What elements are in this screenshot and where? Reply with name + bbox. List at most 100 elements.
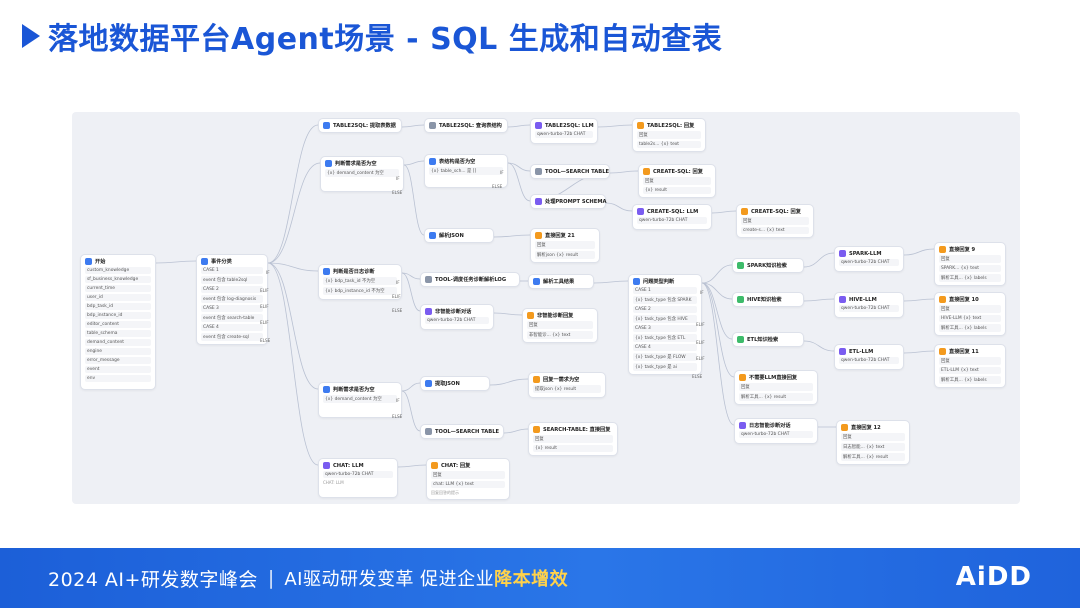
edge-classify-to-chat-llm (268, 263, 318, 465)
blue-node-icon (429, 232, 436, 239)
node-title: 直接回复 9 (949, 246, 975, 253)
blue-node-icon (533, 278, 540, 285)
edge-smart-diag-to-smart-diag-reply (494, 313, 522, 315)
node-create-sql-reply-1[interactable]: CREATE-SQL: 回复回复{x} result (638, 164, 716, 198)
node-header: 处理PROMPT SCHEMA (535, 198, 601, 205)
node-title: 非智能诊断回复 (537, 312, 573, 319)
node-title: SEARCH-TABLE: 直接回复 (543, 426, 610, 433)
node-row: qwen-turbo-72b CHAT (535, 131, 593, 138)
node-parse-json-1[interactable]: 解析JSON (424, 228, 494, 243)
node-header: HIVE知识检索 (737, 296, 799, 303)
node-title: CREATE-SQL: LLM (647, 209, 698, 215)
node-search-table-reply[interactable]: SEARCH-TABLE: 直接回复回复{x} result (528, 422, 618, 456)
node-row: CASE 3 (201, 305, 263, 312)
branch-label-else: ELSE (392, 308, 402, 313)
node-table-struct-empty[interactable]: 表结构是否为空{x} table_sch... 是 [] (424, 154, 508, 188)
edge-tool-search-2-to-search-table-reply (504, 429, 528, 433)
node-judge-log[interactable]: 判断是否日志诊断{x} bdp_task_id 不为空{x} bdp_insta… (318, 264, 402, 300)
node-tool-search-1[interactable]: TOOL—SEARCH TABLE (530, 164, 610, 179)
node-title: TOOL—SEARCH TABLE (435, 429, 499, 435)
orange-node-icon (739, 374, 746, 381)
node-judge-demand-2[interactable]: 判断需求是否为空{x} demand_content 为空 (318, 382, 402, 418)
node-t2s-query[interactable]: TABLE2SQL: 查询表结构 (424, 118, 508, 133)
node-prompt-schema[interactable]: 处理PROMPT SCHEMA (530, 194, 606, 209)
node-row: 回复 (643, 177, 711, 185)
slide-title-bar: 落地数据平台Agent场景 - SQL 生成和自动查表 (22, 14, 722, 58)
purple-node-icon (839, 348, 846, 355)
purple-node-icon (425, 308, 432, 315)
node-spark-kb[interactable]: SPARK知识检索 (732, 258, 804, 273)
node-row: {x} result (643, 187, 711, 194)
edge-chat-llm-to-chat-reply (398, 465, 426, 467)
blue-node-icon (425, 380, 432, 387)
node-t2s-fetch[interactable]: TABLE2SQL: 提取表数据 (318, 118, 402, 133)
branch-label-elif: ELIF (696, 356, 705, 361)
node-row: 非智能诊... {x} text (527, 331, 593, 339)
purple-node-icon (839, 296, 846, 303)
blue-node-icon (325, 160, 332, 167)
node-etl-kb[interactable]: ETL知识检索 (732, 332, 804, 347)
node-title: 事件分类 (211, 258, 232, 265)
node-row: {x} task_type 是 FLOW (633, 353, 697, 361)
node-title: 判断需求是否为空 (335, 160, 377, 167)
node-row: 解析json {x} result (535, 251, 595, 259)
blue-node-icon (633, 278, 640, 285)
node-row: 解析工具... {x} labels (939, 376, 1001, 384)
node-title: 直接回复 21 (545, 232, 575, 239)
purple-node-icon (739, 422, 746, 429)
node-tool-log[interactable]: TOOL-调度任务诊断解析LOG (420, 272, 520, 287)
branch-label-elif: ELIF (696, 340, 705, 345)
edge-t2s-query-to-t2s-llm (508, 125, 530, 127)
node-header: SPARK知识检索 (737, 262, 799, 269)
node-title: 解析JSON (439, 232, 464, 239)
node-row: CASE 1 (633, 287, 697, 294)
node-no-llm-reply[interactable]: 不需要LLM直接回复回复解析工具... {x} result (734, 370, 818, 405)
node-parse-json-2[interactable]: 提取JSON (420, 376, 490, 391)
gray-node-icon (425, 276, 432, 283)
node-parse-tool-result[interactable]: 解析工具结果 (528, 274, 594, 289)
node-smart-diag-reply[interactable]: 非智能诊断回复回复非智能诊... {x} text (522, 308, 598, 343)
node-title: 提取JSON (435, 380, 460, 387)
node-row: create-s... {x} text (741, 227, 809, 234)
orange-node-icon (741, 208, 748, 215)
footer-slogan: AI驱动研发变革 促进企业降本增效 (284, 565, 568, 591)
node-row: 回复 (533, 435, 613, 443)
node-judge-demand-1[interactable]: 判断需求是否为空{x} demand_content 为空 (320, 156, 404, 192)
node-header: 直接回复 12 (841, 424, 905, 431)
node-header: CREATE-SQL: 回复 (741, 208, 809, 215)
node-row: error_message (85, 357, 151, 364)
edge-hive-llm-to-direct-reply-10 (904, 299, 934, 301)
branch-label-if: IF (700, 290, 704, 295)
edge-classify-to-t2s-fetch (268, 125, 318, 263)
edge-prompt-schema-to-create-sql-llm (606, 203, 632, 211)
edge-classify-to-judge-demand-2 (268, 263, 318, 389)
node-tool-search-2[interactable]: TOOL—SEARCH TABLE (420, 424, 504, 439)
edge-problem-type-to-log-diag-chat (702, 283, 734, 425)
node-hive-kb[interactable]: HIVE知识检索 (732, 292, 804, 307)
edge-tool-search-1-to-create-sql-reply-1 (610, 171, 638, 173)
node-title: SPARK知识检索 (747, 262, 787, 269)
node-output-demand[interactable]: 回复一需求为空提取json {x} result (528, 372, 606, 398)
node-title: HIVE知识检索 (747, 296, 782, 303)
node-title: 表结构是否为空 (439, 158, 475, 165)
